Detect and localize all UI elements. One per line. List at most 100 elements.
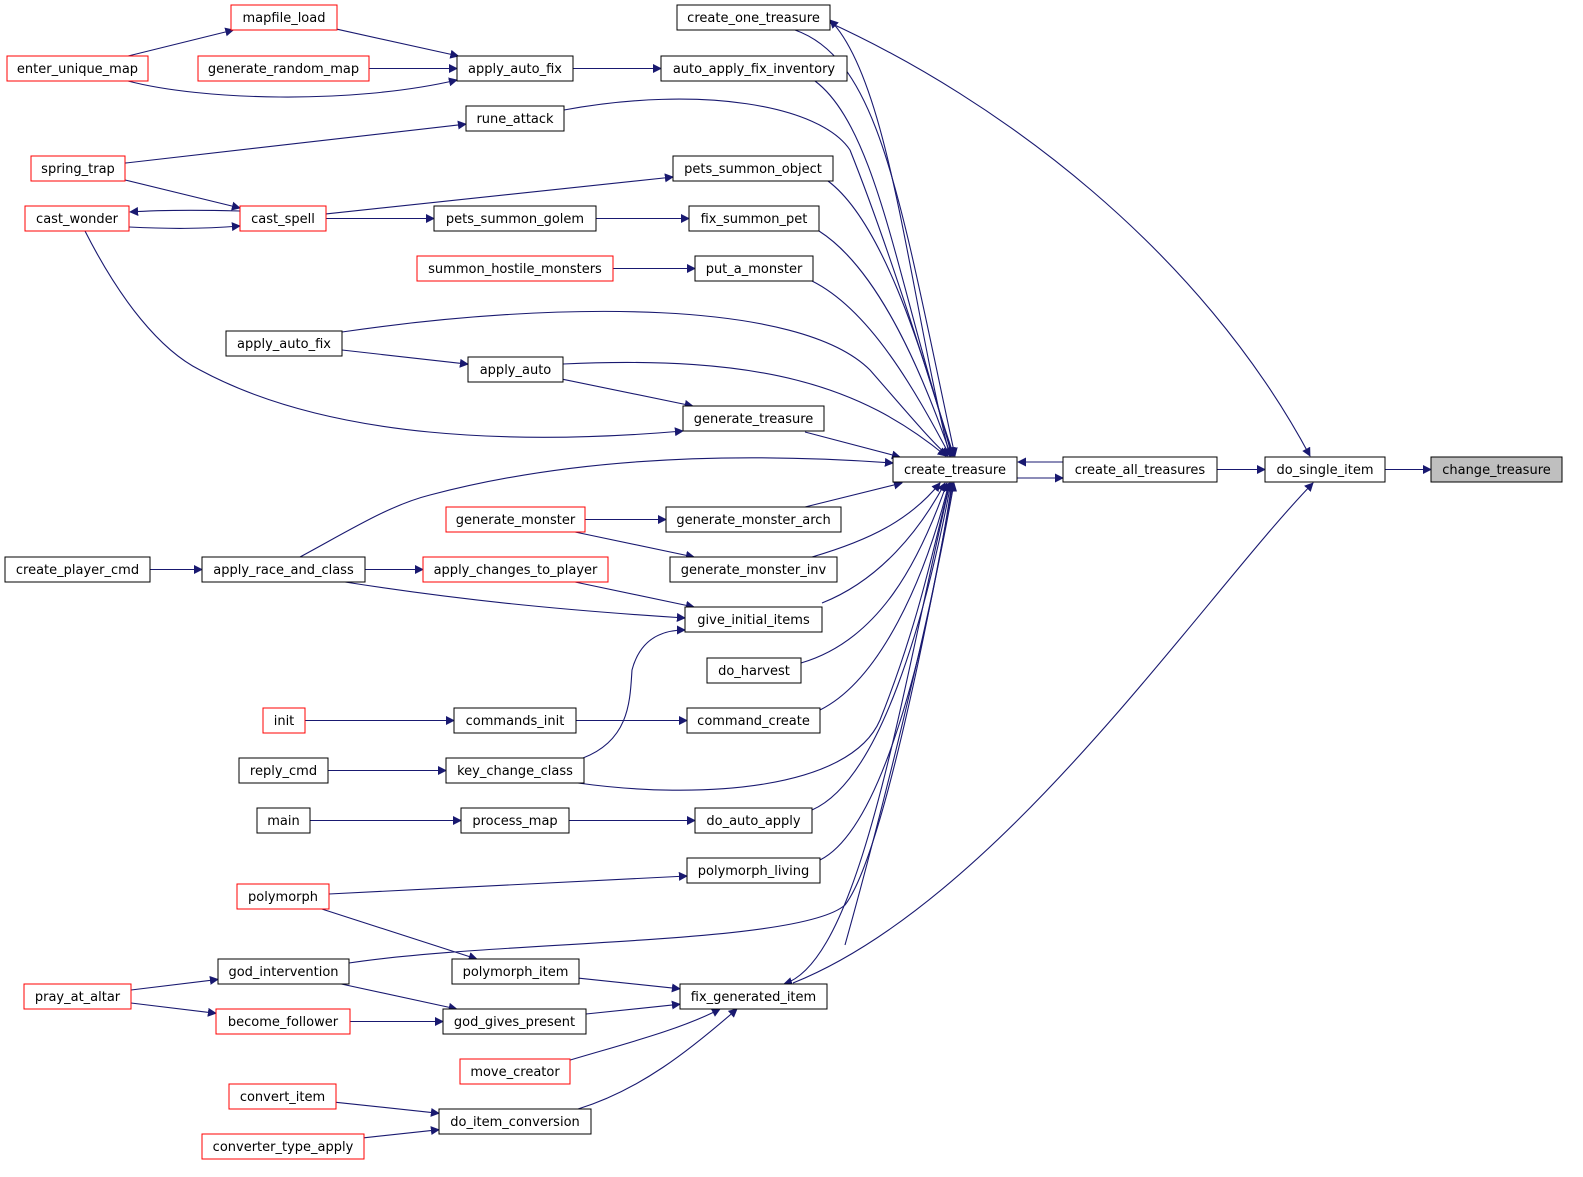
node-box[interactable]	[228, 1083, 337, 1110]
node-command-create[interactable]: command_create	[686, 707, 821, 734]
node-box[interactable]	[238, 757, 329, 784]
node-god-intervention[interactable]: god_intervention	[217, 958, 350, 985]
node-apply-auto-fix-a[interactable]: apply_auto_fix	[456, 55, 574, 82]
node-box[interactable]	[239, 205, 327, 232]
node-put-a-monster[interactable]: put_a_monster	[694, 255, 814, 282]
node-box[interactable]	[459, 1058, 571, 1085]
node-commands-init[interactable]: commands_init	[453, 707, 577, 734]
node-box[interactable]	[686, 707, 821, 734]
node-generate-monster[interactable]: generate_monster	[445, 506, 586, 533]
node-fix-generated-item[interactable]: fix_generated_item	[679, 983, 828, 1010]
node-fix-summon-pet[interactable]: fix_summon_pet	[688, 205, 820, 232]
node-box[interactable]	[225, 330, 343, 357]
node-box[interactable]	[256, 807, 311, 834]
node-generate-monster-arch[interactable]: generate_monster_arch	[665, 506, 842, 533]
node-reply-cmd[interactable]: reply_cmd	[238, 757, 329, 784]
node-box[interactable]	[679, 983, 828, 1010]
node-box[interactable]	[694, 255, 814, 282]
node-box[interactable]	[467, 356, 564, 383]
node-box[interactable]	[453, 707, 577, 734]
node-do-single-item[interactable]: do_single_item	[1264, 456, 1386, 483]
node-box[interactable]	[442, 1008, 587, 1035]
node-box[interactable]	[438, 1108, 592, 1135]
node-box[interactable]	[684, 606, 823, 633]
node-process-map[interactable]: process_map	[460, 807, 570, 834]
node-box[interactable]	[262, 707, 306, 734]
node-main[interactable]: main	[256, 807, 311, 834]
node-box[interactable]	[451, 958, 580, 985]
node-apply-changes-to-player[interactable]: apply_changes_to_player	[422, 556, 609, 583]
node-init[interactable]: init	[262, 707, 306, 734]
node-box[interactable]	[422, 556, 609, 583]
node-convert-item[interactable]: convert_item	[228, 1083, 337, 1110]
node-generate-monster-inv[interactable]: generate_monster_inv	[669, 556, 838, 583]
node-create-treasure[interactable]: create_treasure	[892, 456, 1018, 483]
node-box[interactable]	[6, 55, 149, 82]
node-box[interactable]	[686, 857, 821, 884]
node-box[interactable]	[892, 456, 1018, 483]
node-summon-hostile-monsters[interactable]: summon_hostile_monsters	[416, 255, 614, 282]
node-box[interactable]	[30, 155, 126, 182]
node-box[interactable]	[230, 4, 338, 31]
node-pets-summon-golem[interactable]: pets_summon_golem	[433, 205, 597, 232]
node-converter-type-apply[interactable]: converter_type_apply	[201, 1133, 365, 1160]
node-box[interactable]	[682, 405, 825, 432]
node-create-all-treasures[interactable]: create_all_treasures	[1062, 456, 1218, 483]
node-box[interactable]	[197, 55, 370, 82]
node-change-treasure[interactable]: change_treasure	[1430, 456, 1563, 483]
node-rune-attack[interactable]: rune_attack	[465, 105, 565, 132]
node-do-auto-apply[interactable]: do_auto_apply	[694, 807, 813, 834]
node-box[interactable]	[433, 205, 597, 232]
node-mapfile-load[interactable]: mapfile_load	[230, 4, 338, 31]
node-cast-spell[interactable]: cast_spell	[239, 205, 327, 232]
node-polymorph-living[interactable]: polymorph_living	[686, 857, 821, 884]
node-box[interactable]	[201, 1133, 365, 1160]
node-cast-wonder[interactable]: cast_wonder	[24, 205, 130, 232]
node-box[interactable]	[676, 4, 831, 31]
node-box[interactable]	[660, 55, 848, 82]
node-box[interactable]	[24, 205, 130, 232]
node-box[interactable]	[665, 506, 842, 533]
node-box[interactable]	[416, 255, 614, 282]
node-box[interactable]	[445, 757, 585, 784]
node-box[interactable]	[23, 983, 132, 1010]
node-polymorph-item[interactable]: polymorph_item	[451, 958, 580, 985]
node-pray-at-altar[interactable]: pray_at_altar	[23, 983, 132, 1010]
node-generate-random-map[interactable]: generate_random_map	[197, 55, 370, 82]
node-pets-summon-object[interactable]: pets_summon_object	[672, 155, 834, 182]
node-box[interactable]	[694, 807, 813, 834]
node-box[interactable]	[1062, 456, 1218, 483]
node-box[interactable]	[4, 556, 151, 583]
node-move-creator[interactable]: move_creator	[459, 1058, 571, 1085]
node-apply-auto[interactable]: apply_auto	[467, 356, 564, 383]
node-create-one-treasure[interactable]: create_one_treasure	[676, 4, 831, 31]
node-box[interactable]	[460, 807, 570, 834]
node-box[interactable]	[217, 958, 350, 985]
node-box[interactable]	[456, 55, 574, 82]
node-box[interactable]	[465, 105, 565, 132]
node-box[interactable]	[672, 155, 834, 182]
node-god-gives-present[interactable]: god_gives_present	[442, 1008, 587, 1035]
node-give-initial-items[interactable]: give_initial_items	[684, 606, 823, 633]
node-box[interactable]	[669, 556, 838, 583]
node-box[interactable]	[445, 506, 586, 533]
node-enter-unique-map[interactable]: enter_unique_map	[6, 55, 149, 82]
node-box[interactable]	[1430, 456, 1563, 483]
node-do-harvest[interactable]: do_harvest	[706, 657, 802, 684]
node-box[interactable]	[706, 657, 802, 684]
node-polymorph[interactable]: polymorph	[236, 883, 330, 910]
node-spring-trap[interactable]: spring_trap	[30, 155, 126, 182]
node-box[interactable]	[201, 556, 366, 583]
node-box[interactable]	[1264, 456, 1386, 483]
node-box[interactable]	[215, 1008, 351, 1035]
node-box[interactable]	[688, 205, 820, 232]
node-generate-treasure[interactable]: generate_treasure	[682, 405, 825, 432]
node-auto-apply-fix-inventory[interactable]: auto_apply_fix_inventory	[660, 55, 848, 82]
node-do-item-conversion[interactable]: do_item_conversion	[438, 1108, 592, 1135]
node-apply-auto-fix-b[interactable]: apply_auto_fix	[225, 330, 343, 357]
node-apply-race-and-class[interactable]: apply_race_and_class	[201, 556, 366, 583]
node-create-player-cmd[interactable]: create_player_cmd	[4, 556, 151, 583]
node-become-follower[interactable]: become_follower	[215, 1008, 351, 1035]
node-key-change-class[interactable]: key_change_class	[445, 757, 585, 784]
node-box[interactable]	[236, 883, 330, 910]
